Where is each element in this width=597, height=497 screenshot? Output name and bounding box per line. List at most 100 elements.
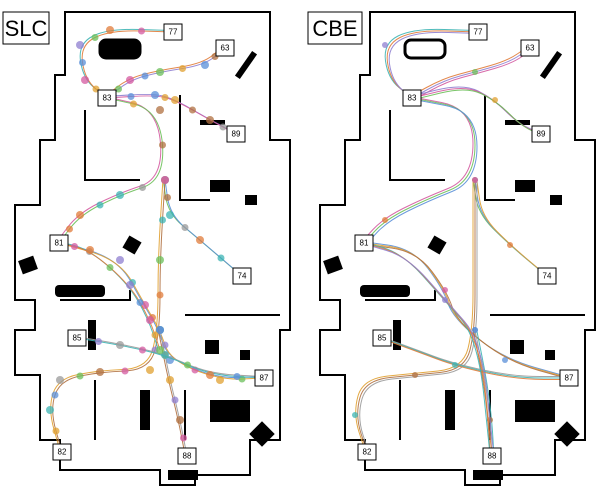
- waypoint-node: 82: [52, 443, 72, 461]
- trajectory-point: [164, 194, 171, 201]
- trajectory-point: [166, 211, 174, 219]
- panel-label-cbe: CBE: [307, 11, 363, 45]
- waypoint-label: 82: [58, 448, 67, 457]
- waypoint-label: 81: [360, 239, 369, 248]
- waypoint-box: [537, 267, 557, 285]
- waypoint-label: 85: [73, 334, 82, 343]
- waypoint-label: 77: [169, 28, 178, 37]
- trajectory-point: [127, 93, 135, 100]
- waypoint-label: 83: [103, 94, 112, 103]
- waypoint-node: 89: [226, 125, 246, 143]
- trajectory-path: [58, 97, 164, 244]
- trajectory-point: [95, 338, 102, 345]
- waypoint-label: 89: [232, 130, 241, 139]
- trajectory-point: [184, 361, 191, 369]
- trajectory-point: [180, 434, 187, 442]
- waypoint-box: [52, 443, 72, 461]
- trajectory-point: [219, 123, 227, 131]
- waypoint-node: 85: [67, 329, 87, 347]
- waypoint-label: 83: [408, 94, 417, 103]
- trajectory-point: [136, 299, 144, 306]
- waypoint-box: [232, 267, 252, 285]
- trajectory-path: [164, 179, 243, 277]
- trajectory-path: [472, 178, 546, 275]
- waypoint-label: 82: [363, 448, 372, 457]
- waypoint-node: 77: [163, 23, 183, 41]
- waypoint-label: 87: [565, 374, 574, 383]
- trajectory-point: [176, 416, 184, 424]
- trajectory-point: [121, 367, 129, 375]
- trajectory-point: [139, 184, 146, 191]
- trajectory-point: [352, 412, 358, 418]
- trajectory-point: [156, 256, 164, 264]
- trajectory-path: [365, 244, 572, 380]
- trajectories-cbe: [352, 28, 572, 459]
- waypoint-label: 74: [238, 272, 247, 281]
- trajectory-path: [413, 89, 544, 136]
- trajectory-point: [71, 243, 78, 250]
- waypoint-box: [97, 89, 117, 107]
- waypoint-label: 74: [543, 272, 552, 281]
- trajectory-point: [96, 201, 104, 209]
- trajectory-point: [146, 366, 154, 374]
- trajectory-point: [206, 371, 214, 379]
- trajectory-point: [217, 254, 225, 262]
- waypoint-box: [357, 443, 377, 461]
- waypoint-node: 82: [357, 443, 377, 461]
- trajectory-point: [76, 211, 84, 219]
- trajectory-path: [361, 96, 474, 242]
- waypoint-label: 77: [474, 28, 483, 37]
- trajectory-point: [51, 391, 59, 399]
- trajectory-path: [474, 329, 493, 457]
- trajectory-point: [502, 357, 508, 363]
- trajectory-point: [233, 373, 241, 380]
- trajectory-path: [413, 49, 533, 100]
- waypoint-label: 63: [526, 44, 535, 53]
- trajectory-path: [363, 97, 476, 244]
- trajectory-point: [189, 106, 196, 114]
- waypoint-box: [402, 89, 422, 107]
- trajectory-point: [196, 236, 204, 244]
- waypoint-box: [254, 369, 274, 387]
- waypoint-label: 88: [183, 452, 192, 461]
- waypoint-box: [559, 369, 579, 387]
- trajectory-point: [79, 59, 86, 66]
- trajectory-point: [452, 362, 458, 368]
- trajectory-point: [472, 177, 478, 183]
- waypoint-node: 83: [97, 89, 117, 107]
- trajectory-point: [66, 225, 73, 233]
- trajectory-point: [156, 346, 164, 354]
- trajectory-point: [139, 346, 146, 354]
- trajectory-point: [46, 406, 54, 414]
- trajectory-point: [126, 76, 134, 84]
- waypoint-box: [520, 39, 540, 57]
- trajectory-point: [161, 94, 169, 101]
- trajectory-point: [156, 326, 164, 334]
- trajectory-point: [171, 396, 179, 404]
- trajectory-point: [151, 91, 159, 99]
- waypoint-node: 83: [402, 89, 422, 107]
- trajectory-point: [442, 297, 448, 303]
- waypoint-box: [482, 447, 502, 465]
- trajectory-point: [159, 216, 166, 224]
- trajectory-path: [162, 178, 241, 275]
- trajectory-point: [126, 281, 134, 289]
- waypoint-box: [372, 329, 392, 347]
- waypoint-box: [163, 23, 183, 41]
- trajectory-point: [181, 224, 189, 231]
- trajectory-path: [365, 99, 478, 245]
- waypoint-node: 81: [354, 234, 374, 252]
- trajectory-point: [161, 176, 169, 184]
- waypoint-node: 85: [372, 329, 392, 347]
- trajectory-point: [106, 26, 114, 34]
- trajectory-point: [492, 97, 498, 103]
- waypoint-node: 88: [482, 447, 502, 465]
- waypoint-box: [215, 39, 235, 57]
- trajectory-path: [476, 181, 550, 278]
- trajectory-path: [386, 30, 479, 99]
- trajectory-point: [472, 69, 478, 75]
